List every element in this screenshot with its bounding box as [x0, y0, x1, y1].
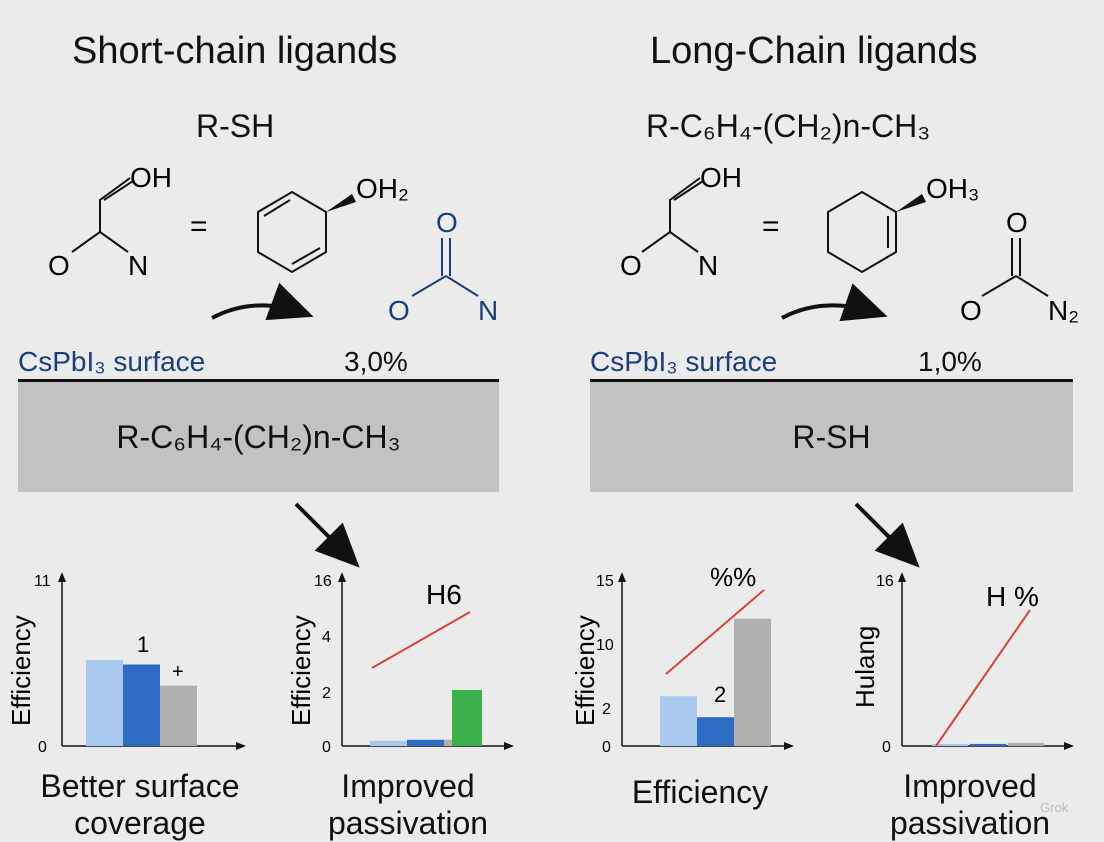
- chart-2-ytick-mid: 4: [322, 629, 331, 646]
- right-carbonyl-n: N₂: [1048, 295, 1079, 326]
- chart-4-bar-2: [970, 743, 1006, 746]
- chart-3-bar-1: [660, 696, 697, 746]
- chart-4-ytick-zero: 0: [882, 739, 891, 756]
- chart-2-ytick-top: 16: [314, 573, 332, 590]
- chart-4-ylabel: Hulang: [850, 626, 880, 708]
- left-amino-structure: OH O N: [48, 162, 172, 281]
- chart-3-trend-line: [665, 589, 765, 675]
- chart-2-ytick-low: 2: [322, 685, 331, 702]
- chart-1-caption-line1: Better surface: [40, 768, 240, 804]
- left-reaction-arrow: [211, 282, 314, 321]
- chart-1-ytick-top: 11: [34, 573, 51, 590]
- left-title: Short-chain ligands: [72, 30, 398, 72]
- chart-2-bar-4: [452, 689, 482, 746]
- chart-3-caption: Efficiency: [600, 774, 800, 811]
- chart-1-bar-1: [86, 659, 123, 746]
- left-formula: R-SH: [196, 108, 275, 144]
- right-carbonyl-o-top: O: [1006, 207, 1028, 238]
- chart-4-trend-line: [935, 609, 1031, 747]
- left-equals: =: [190, 210, 208, 243]
- band-arrows: [294, 502, 920, 568]
- chart-2-ytick-zero: 0: [322, 739, 331, 756]
- right-down-arrow: [854, 502, 920, 568]
- left-band-formula: R-C₆H₄-(CH₂)n-CH₃: [116, 418, 401, 455]
- chart-3-caption-line1: Efficiency: [631, 774, 769, 810]
- chart-2-caption-line1: Improved: [341, 768, 475, 804]
- left-atom-oh: OH: [130, 162, 172, 193]
- chart-3-bar-2: [697, 717, 734, 746]
- chart-2-bar-3: [444, 739, 452, 746]
- chart-1-ylabel: Efficiency: [6, 615, 36, 726]
- left-carbonyl-structure: O O N: [388, 207, 498, 326]
- chart-2: 16 4 2 0 Efficiency H6: [286, 572, 514, 756]
- molecule-diagram: OH O N = OH₂ O O N OH O N = OH₃ O: [48, 162, 1079, 326]
- left-carbonyl-o-left: O: [388, 295, 410, 326]
- chart-2-trend-line: [371, 611, 471, 669]
- right-title: Long-Chain ligands: [650, 30, 978, 72]
- chart-2-caption: Improved passivation: [298, 768, 518, 842]
- left-atom-o: O: [48, 250, 70, 281]
- left-ring-group: OH₂: [356, 173, 409, 204]
- chart-4-bar-1: [932, 743, 968, 746]
- chart-3-ytick-mid: 10: [596, 637, 614, 654]
- chart-4-caption-line1: Improved: [903, 768, 1037, 804]
- chart-1-bar-2: [123, 664, 160, 746]
- chart-2-annotation: H6: [426, 579, 462, 610]
- chart-1-caption-line2: coverage: [74, 805, 206, 841]
- left-percent: 3,0%: [344, 346, 408, 377]
- right-ring-structure: OH₃: [827, 173, 979, 274]
- left-down-arrow: [294, 502, 360, 568]
- chart-3-ytick-zero: 0: [602, 739, 611, 756]
- chart-1: 11 0 Efficiency 1 +: [6, 572, 246, 756]
- chart-3-ytick-top: 15: [596, 573, 614, 590]
- chart-4-bar-3: [1008, 742, 1044, 746]
- chart-2-bar-1: [370, 740, 407, 746]
- chart-1-bar-label-2: +: [172, 661, 184, 683]
- chart-1-bar-label-1: 1: [137, 632, 149, 657]
- left-surface-label: CsPbI₃ surface: [18, 346, 206, 377]
- chart-3: 15 10 2 0 Efficiency %% 2: [570, 566, 794, 756]
- left-ring-structure: OH₂: [257, 173, 409, 274]
- chart-3-ylabel: Efficiency: [570, 615, 600, 726]
- chart-2-bar-2: [407, 739, 444, 746]
- left-carbonyl-n: N: [478, 295, 498, 326]
- chart-4-annotation: H %: [986, 581, 1039, 612]
- left-carbonyl-o-top: O: [436, 207, 458, 238]
- chart-3-bar-label: 2: [714, 682, 726, 707]
- right-carbonyl-structure: O O N₂: [960, 207, 1079, 326]
- chart-4: 16 0 Hulang H %: [850, 572, 1074, 756]
- right-atom-oh: OH: [700, 162, 742, 193]
- chart-3-annotation: %%: [710, 566, 756, 592]
- right-amino-structure: OH O N: [620, 162, 742, 281]
- chart-1-caption: Better surface coverage: [20, 768, 260, 842]
- right-surface-band: R-SH: [590, 379, 1073, 492]
- right-percent: 1,0%: [918, 346, 982, 377]
- right-carbonyl-o-left: O: [960, 295, 982, 326]
- right-formula: R-C₆H₄-(CH₂)n-CH₃: [646, 108, 931, 144]
- chart-1-ytick-zero: 0: [38, 739, 47, 756]
- chart-4-ytick-top: 16: [876, 573, 894, 590]
- watermark: Grok: [1040, 800, 1069, 815]
- right-atom-n: N: [698, 250, 718, 281]
- right-band-formula: R-SH: [792, 418, 871, 455]
- left-atom-n: N: [128, 250, 148, 281]
- right-equals: =: [762, 210, 780, 243]
- chart-2-ylabel: Efficiency: [286, 615, 316, 726]
- left-surface-band: R-C₆H₄-(CH₂)n-CH₃: [18, 379, 499, 492]
- right-reaction-arrow: [781, 283, 888, 322]
- right-ring-group: OH₃: [926, 173, 979, 204]
- right-surface-label: CsPbI₃ surface: [590, 346, 778, 377]
- chart-1-bar-3: [160, 685, 197, 746]
- chart-3-ytick-low: 2: [602, 701, 611, 718]
- chart-3-bar-3: [734, 618, 771, 746]
- chart-2-caption-line2: passivation: [327, 805, 489, 841]
- right-atom-o: O: [620, 250, 642, 281]
